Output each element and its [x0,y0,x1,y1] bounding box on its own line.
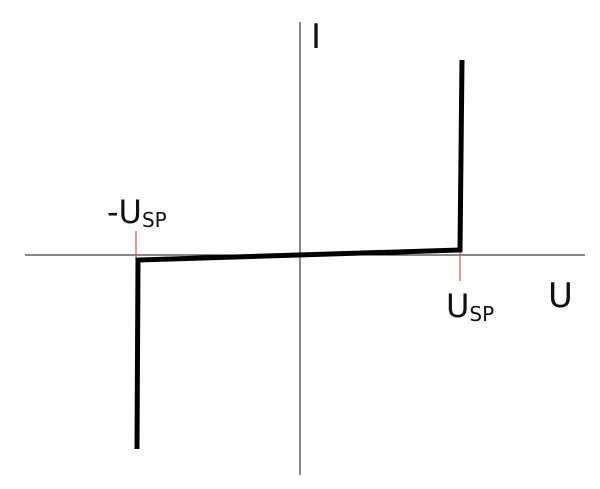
positive-threshold-subscript: SP [469,302,494,326]
x-axis-label: U [548,276,573,316]
negative-threshold-base: U [119,193,142,231]
negative-threshold-sign: - [107,193,119,231]
y-axis-label: I [311,17,321,57]
positive-threshold-base: U [446,287,469,325]
characteristic-curve [134,59,465,450]
positive-threshold-label: USP [446,287,494,326]
negative-threshold-label: -USP [107,193,167,232]
negative-threshold-subscript: SP [142,208,167,232]
